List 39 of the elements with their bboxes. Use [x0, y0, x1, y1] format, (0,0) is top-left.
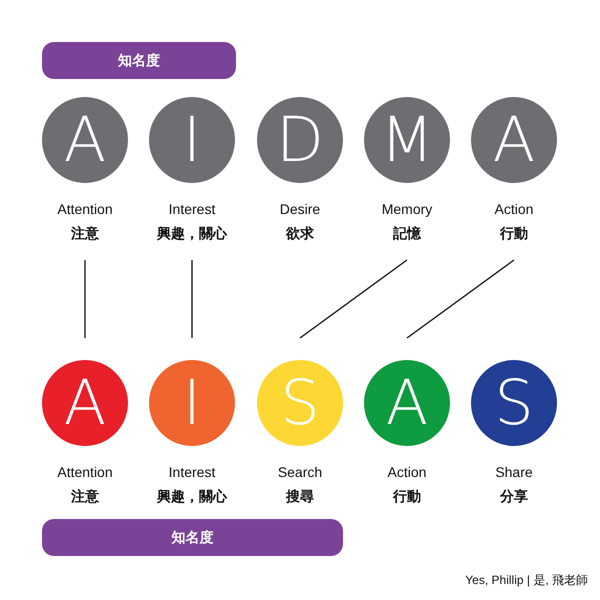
- letter-circle: I: [149, 360, 235, 446]
- stage-translation: 行動: [393, 488, 421, 506]
- connector-line: [406, 259, 514, 339]
- credit-text: Yes, Phillip | 是, 飛老師: [465, 572, 588, 589]
- stage-translation: 行動: [500, 225, 528, 243]
- stage-translation: 搜尋: [286, 488, 314, 506]
- stage-name: Action: [388, 464, 426, 480]
- letter-circle: D: [257, 97, 343, 183]
- letter-circle: M: [364, 97, 450, 183]
- stage-translation: 興趣，關心: [157, 488, 227, 506]
- stage-name: Search: [278, 464, 322, 480]
- stage-translation: 記憶: [393, 225, 421, 243]
- stage-translation: 分享: [500, 488, 528, 506]
- category-bar: [42, 519, 343, 556]
- connector-line: [191, 260, 193, 338]
- stage-translation: 欲求: [286, 225, 314, 243]
- stage-name: Interest: [168, 201, 216, 217]
- letter-circle: A: [42, 97, 128, 183]
- bar-label: 知名度: [172, 528, 214, 546]
- stage-name: Desire: [280, 201, 320, 217]
- category-bar: [42, 42, 236, 79]
- stage-translation: 注意: [71, 488, 99, 506]
- stage-translation: 興趣，關心: [157, 225, 227, 243]
- bar-label: 知名度: [118, 52, 160, 70]
- stage-name: Action: [494, 201, 534, 217]
- stage-name: Share: [495, 464, 533, 480]
- stage-name: Attention: [57, 464, 113, 480]
- stage-name: Attention: [57, 201, 113, 217]
- letter-circle: A: [364, 360, 450, 446]
- stage-translation: 注意: [71, 225, 99, 243]
- letter-circle: S: [257, 360, 343, 446]
- connector-line: [84, 260, 86, 338]
- stage-name: Memory: [382, 201, 432, 217]
- letter-circle: A: [471, 97, 557, 183]
- stage-name: Interest: [168, 464, 216, 480]
- letter-circle: S: [471, 360, 557, 446]
- letter-circle: I: [149, 97, 235, 183]
- connector-line: [300, 259, 408, 339]
- letter-circle: A: [42, 360, 128, 446]
